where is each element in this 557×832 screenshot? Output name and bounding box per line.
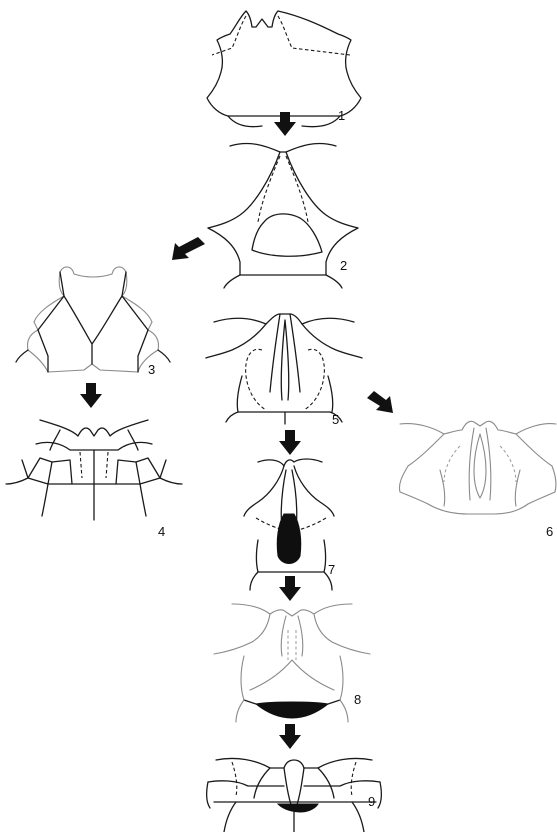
panel-label-9: 9 bbox=[368, 794, 375, 809]
panel-6: 6 bbox=[399, 421, 556, 539]
panel-2: 2 bbox=[208, 144, 358, 288]
arrow-down-icon bbox=[279, 430, 301, 455]
panel-label-2: 2 bbox=[340, 258, 347, 273]
arrow-down-icon bbox=[279, 724, 301, 749]
panel-3: 3 bbox=[16, 267, 170, 377]
panel-8: 8 bbox=[214, 604, 370, 722]
panel-label-3: 3 bbox=[148, 362, 155, 377]
panel-label-7: 7 bbox=[328, 562, 335, 577]
panel-4: 4 bbox=[6, 420, 182, 539]
arrow-down-right-icon bbox=[367, 391, 393, 413]
panel-label-6: 6 bbox=[546, 524, 553, 539]
panel-label-8: 8 bbox=[354, 692, 361, 707]
arrow-down-left-icon bbox=[172, 237, 205, 260]
arrow-down-icon bbox=[279, 576, 301, 601]
panel-7: 7 bbox=[244, 459, 335, 590]
panel-9: 9 bbox=[207, 758, 382, 832]
panel-label-1: 1 bbox=[338, 108, 345, 123]
panel-5: 5 bbox=[206, 314, 362, 427]
panel-1: 1 bbox=[207, 11, 361, 127]
panel-label-5: 5 bbox=[332, 412, 339, 427]
arrow-down-icon bbox=[80, 383, 102, 408]
panel-label-4: 4 bbox=[158, 524, 165, 539]
